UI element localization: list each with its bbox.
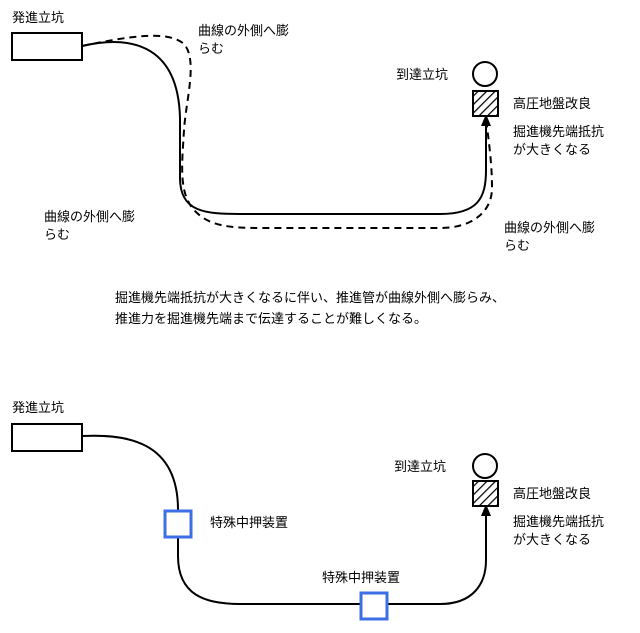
route-line — [81, 434, 487, 605]
intermediate-jack-box-1 — [163, 509, 193, 539]
bulge-label-1-line1: 曲線の外側へ膨 — [198, 23, 289, 39]
bulge-label-2-line1: 曲線の外側へ膨 — [44, 209, 135, 225]
ground-improvement-label: 高圧地盤改良 — [513, 96, 591, 112]
launch-shaft-label: 発進立坑 — [12, 11, 64, 26]
launch-shaft-box — [11, 32, 83, 61]
arrow-head — [481, 504, 491, 516]
bulge-label-3-line1: 曲線の外側へ膨 — [504, 220, 595, 236]
intermediate-jack-box-2 — [359, 591, 389, 621]
tip-resistance-label-line1: 掘進機先端抵抗 — [513, 515, 604, 530]
bulge-label-3-line2: らむ — [504, 239, 530, 254]
top-diagram: 発進立坑 到達立坑 高圧地盤改良 掘進機先端抵抗 が大きくなる 曲線の外側へ膨 … — [11, 11, 604, 254]
caption-line1: 掘進機先端抵抗が大きくなるに伴い、推進管が曲線外側へ膨らみ、 — [115, 290, 505, 306]
ground-improvement-box — [472, 480, 499, 507]
arrival-shaft-circle — [472, 453, 498, 479]
bulge-label-1-line2: らむ — [198, 42, 224, 57]
ground-improvement-label: 高圧地盤改良 — [513, 486, 591, 502]
caption-line2: 推進力を掘進機先端まで伝達することが難しくなる。 — [115, 312, 427, 327]
arrow-head — [481, 114, 491, 126]
bottom-diagram: 発進立坑 到達立坑 高圧地盤改良 掘進機先端抵抗 が大きくなる 特殊中押装置 特… — [11, 401, 604, 621]
tip-resistance-label-line1: 掘進機先端抵抗 — [513, 125, 604, 140]
arrival-shaft-circle — [472, 61, 498, 87]
ground-improvement-box — [472, 90, 499, 117]
tip-resistance-label-line2: が大きくなる — [513, 143, 591, 158]
arrival-shaft-label: 到達立坑 — [394, 460, 446, 475]
intermediate-jack-label-2: 特殊中押装置 — [322, 571, 400, 586]
bulged-route-dashed-line — [81, 34, 494, 229]
arrival-shaft-label: 到達立坑 — [396, 68, 448, 83]
caption: 掘進機先端抵抗が大きくなるに伴い、推進管が曲線外側へ膨らみ、 推進力を掘進機先端… — [115, 290, 505, 327]
tip-resistance-label-line2: が大きくなる — [513, 533, 591, 548]
launch-shaft-label: 発進立坑 — [12, 401, 64, 416]
bulge-label-2-line2: らむ — [44, 228, 70, 243]
intermediate-jack-label-1: 特殊中押装置 — [210, 516, 288, 531]
launch-shaft-box — [11, 423, 83, 452]
